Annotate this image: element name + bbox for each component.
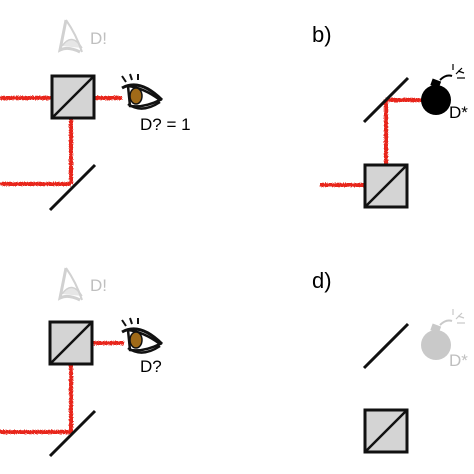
- dark-detector-reading: D? = 1: [140, 115, 191, 134]
- bomb-detector-label: D*: [449, 351, 468, 370]
- eye-icon: [121, 317, 164, 354]
- panel-label-d: d): [312, 268, 332, 293]
- beam-splitter: [363, 163, 409, 209]
- beam-splitter: [48, 320, 94, 366]
- panel-d: d) D*: [312, 268, 474, 454]
- mirror: [48, 409, 97, 458]
- bomb-icon: [421, 309, 465, 360]
- mirror: [48, 163, 97, 212]
- faded-eye-icon: [57, 19, 83, 54]
- panel-label-b: b): [312, 22, 332, 47]
- mirror: [362, 76, 410, 124]
- bomb-detector-label: D*: [449, 103, 468, 122]
- panel-b: b) D*: [312, 22, 468, 209]
- beam-splitter: [50, 74, 96, 120]
- faded-eye-icon: [57, 267, 83, 302]
- mirror: [362, 322, 410, 370]
- eye-icon: [121, 73, 164, 110]
- bomb-icon: [421, 64, 465, 115]
- panel-c: D! D?: [0, 267, 164, 458]
- bright-detector-label: D!: [90, 276, 107, 295]
- bright-detector-label: D!: [90, 29, 107, 48]
- beam-splitter: [363, 408, 409, 454]
- dark-detector-label: D?: [140, 357, 162, 376]
- panel-a: D! D? = 1: [0, 19, 191, 212]
